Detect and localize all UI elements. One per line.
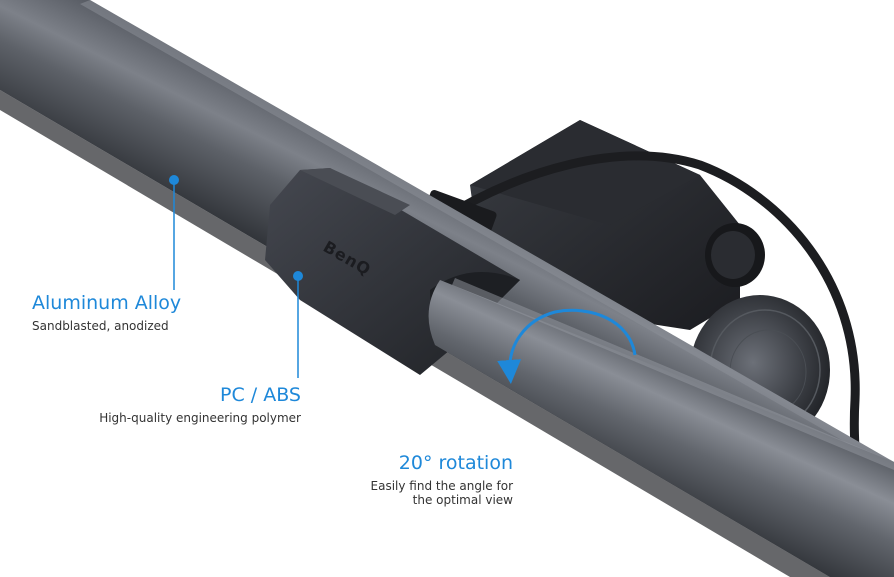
pcabs-title: PC / ABS [220, 384, 301, 406]
pcabs-description: High-quality engineering polymer [99, 411, 301, 425]
callout-rotation: 20° rotation Easily find the angle for t… [371, 452, 513, 508]
rotation-title: 20° rotation [398, 452, 513, 474]
aluminum-bar-front [428, 278, 894, 577]
callout-pc-abs: PC / ABS High-quality engineering polyme… [99, 384, 301, 426]
rotation-arrow-icon [497, 308, 637, 384]
callout-leaders [169, 175, 303, 378]
aluminum-marker [169, 175, 179, 185]
aluminum-description: Sandblasted, anodized [32, 319, 169, 333]
aluminum-title: Aluminum Alloy [32, 292, 182, 314]
rotation-description: Easily find the angle for the optimal vi… [371, 479, 513, 507]
pcabs-marker [293, 271, 303, 281]
rotation-description-line2: the optimal view [412, 493, 513, 507]
callout-aluminum-alloy: Aluminum Alloy Sandblasted, anodized [32, 292, 182, 334]
rotation-description-line1: Easily find the angle for [370, 479, 513, 493]
